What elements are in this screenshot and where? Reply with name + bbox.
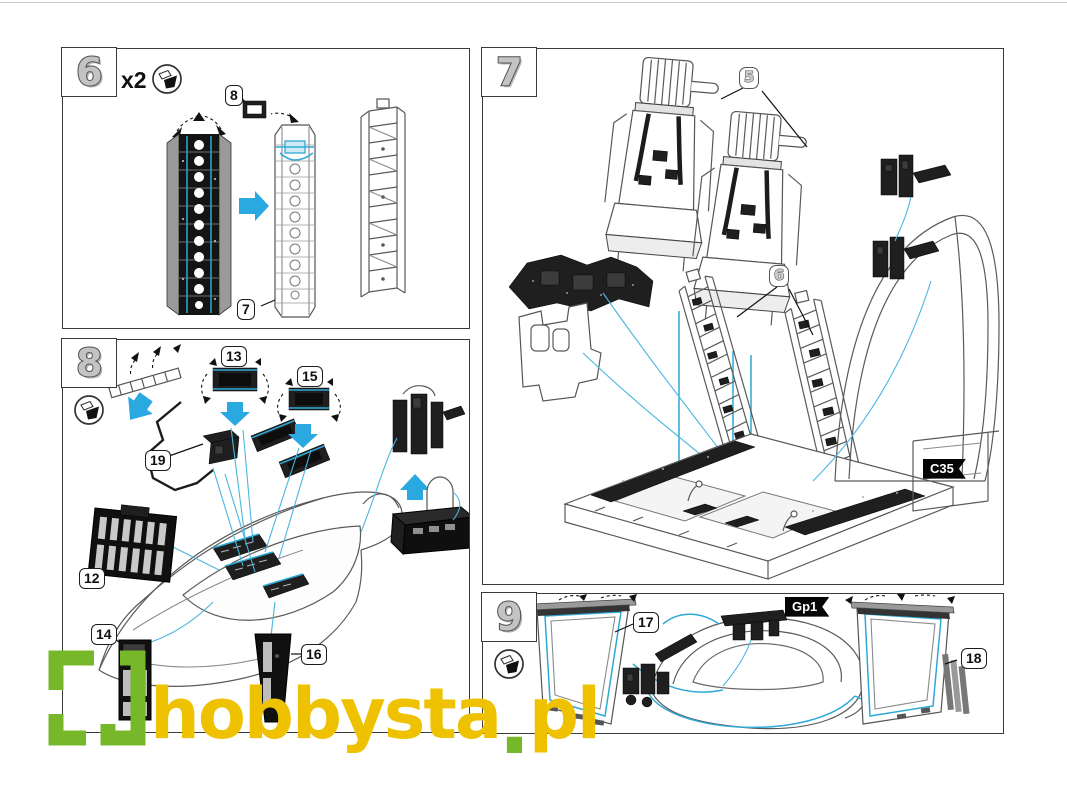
callout-label: 16 xyxy=(306,646,322,662)
callout-label: 18 xyxy=(966,650,982,666)
callout-part-7: 7 xyxy=(237,299,255,320)
panel-step-6: 6 x2 xyxy=(61,47,470,329)
panel-step-8: 8 xyxy=(61,338,470,733)
assembled-seat-rail xyxy=(360,98,406,298)
step-number-box: 6 xyxy=(61,47,118,98)
callout-label: 17 xyxy=(638,614,654,630)
callout-label: 15 xyxy=(302,368,318,384)
seat-base-box xyxy=(390,506,469,556)
callout-17-leader xyxy=(614,623,634,633)
panel-part-15 xyxy=(277,378,341,422)
hobbysta-logo-icon xyxy=(48,650,146,746)
callout-part-13: 13 xyxy=(221,346,247,367)
callout-part-19: 19 xyxy=(145,450,171,471)
sidewall-part xyxy=(518,302,602,402)
assembly-arrow-up xyxy=(400,474,430,500)
ejection-seat-rear xyxy=(687,109,809,327)
step8-illustration xyxy=(87,344,469,723)
step7-illustration xyxy=(508,49,1000,580)
placement-lines xyxy=(138,427,312,647)
flag-label: Gp1 xyxy=(792,599,818,614)
fold-arrow-down xyxy=(288,424,318,448)
ejection-seat-front xyxy=(599,55,721,273)
step6-illustration xyxy=(166,94,406,318)
electronics-box-part-19 xyxy=(202,429,240,465)
ref-label: 6 xyxy=(773,266,785,284)
clamp-part-8 xyxy=(238,94,267,119)
fold-direction-arrows xyxy=(845,594,955,604)
callout-part-14: 14 xyxy=(91,624,117,645)
fold-tool-icon xyxy=(73,394,105,431)
canopy-arch-frame xyxy=(834,214,1000,512)
callout-part-18: 18 xyxy=(961,648,987,669)
canopy-lock-part xyxy=(720,609,788,687)
actuator-placement-line xyxy=(894,196,912,242)
step-number-box: 9 xyxy=(481,592,538,643)
flag-label: C35 xyxy=(930,461,954,476)
grid-panel-part-12 xyxy=(87,504,178,583)
fold-arrow-right xyxy=(239,191,269,221)
canopy-hinge-part xyxy=(622,633,698,708)
callout-label: 7 xyxy=(242,301,250,317)
callout-6-leaders xyxy=(736,286,814,336)
step-number: 8 xyxy=(75,341,103,386)
canopy-frame-right xyxy=(850,601,970,725)
pe-strip-part xyxy=(108,367,182,399)
assembly-lines xyxy=(360,437,461,533)
headrest-fairing-part xyxy=(426,476,454,517)
watermark-brand: hobbysta xyxy=(150,672,502,755)
canopy-actuator-part xyxy=(880,154,952,198)
arch-placement-line xyxy=(812,280,932,482)
canopy-actuator-installed xyxy=(872,236,940,280)
seat-rail-left xyxy=(678,268,762,461)
watermark: hobbysta.pl xyxy=(42,644,601,774)
step-number-box: 7 xyxy=(481,47,538,98)
callout-18-leader xyxy=(944,659,958,665)
panel-part-13 xyxy=(201,358,269,404)
page-edge-line xyxy=(0,2,1067,3)
step9-illustration xyxy=(525,594,970,730)
fold-tool-icon xyxy=(493,648,525,685)
step-number: 6 xyxy=(75,50,103,95)
callout-label: 13 xyxy=(226,348,242,364)
callout-part-12: 12 xyxy=(79,568,105,589)
folded-pe-part xyxy=(260,112,316,318)
instrument-coaming-part xyxy=(508,254,654,312)
callout-label: 12 xyxy=(84,570,100,586)
kit-part-flag-c35: C35 xyxy=(923,459,966,479)
step-number-box: 8 xyxy=(61,338,118,389)
callout-label: 8 xyxy=(230,87,238,103)
wire-part xyxy=(145,401,214,492)
fold-arrow-down xyxy=(220,402,250,426)
callout-part-15: 15 xyxy=(297,366,323,387)
kit-part-flag-gp1: Gp1 xyxy=(785,597,830,617)
watermark-tld: pl xyxy=(528,672,601,755)
callout-19-leader xyxy=(168,443,204,457)
fold-tool-icon xyxy=(151,63,183,100)
repeat-multiplier: x2 xyxy=(121,67,147,93)
callout-label: 19 xyxy=(150,452,166,468)
callout-part-17: 17 xyxy=(633,612,659,633)
step-number: 7 xyxy=(495,50,523,95)
callout-part-16: 16 xyxy=(301,644,327,665)
flat-pe-fret xyxy=(166,133,232,316)
folded-console-a xyxy=(250,418,301,453)
ref-label: 5 xyxy=(743,68,755,86)
callout-label: 14 xyxy=(96,626,112,642)
callout-part-8: 8 xyxy=(225,85,243,106)
ref-step-5-assembly: 5 xyxy=(739,67,760,89)
console-part-16 xyxy=(254,633,292,723)
panel-step-7: 7 xyxy=(481,47,1004,585)
watermark-dot: . xyxy=(498,674,531,774)
fold-arrow-downleft xyxy=(128,392,153,420)
seat-support-assembly xyxy=(392,385,466,455)
cockpit-tub xyxy=(563,433,955,580)
ref-step-6-assembly: 6 xyxy=(769,265,790,287)
panel-step-9: 9 xyxy=(481,592,1004,734)
step-number: 9 xyxy=(495,595,523,640)
